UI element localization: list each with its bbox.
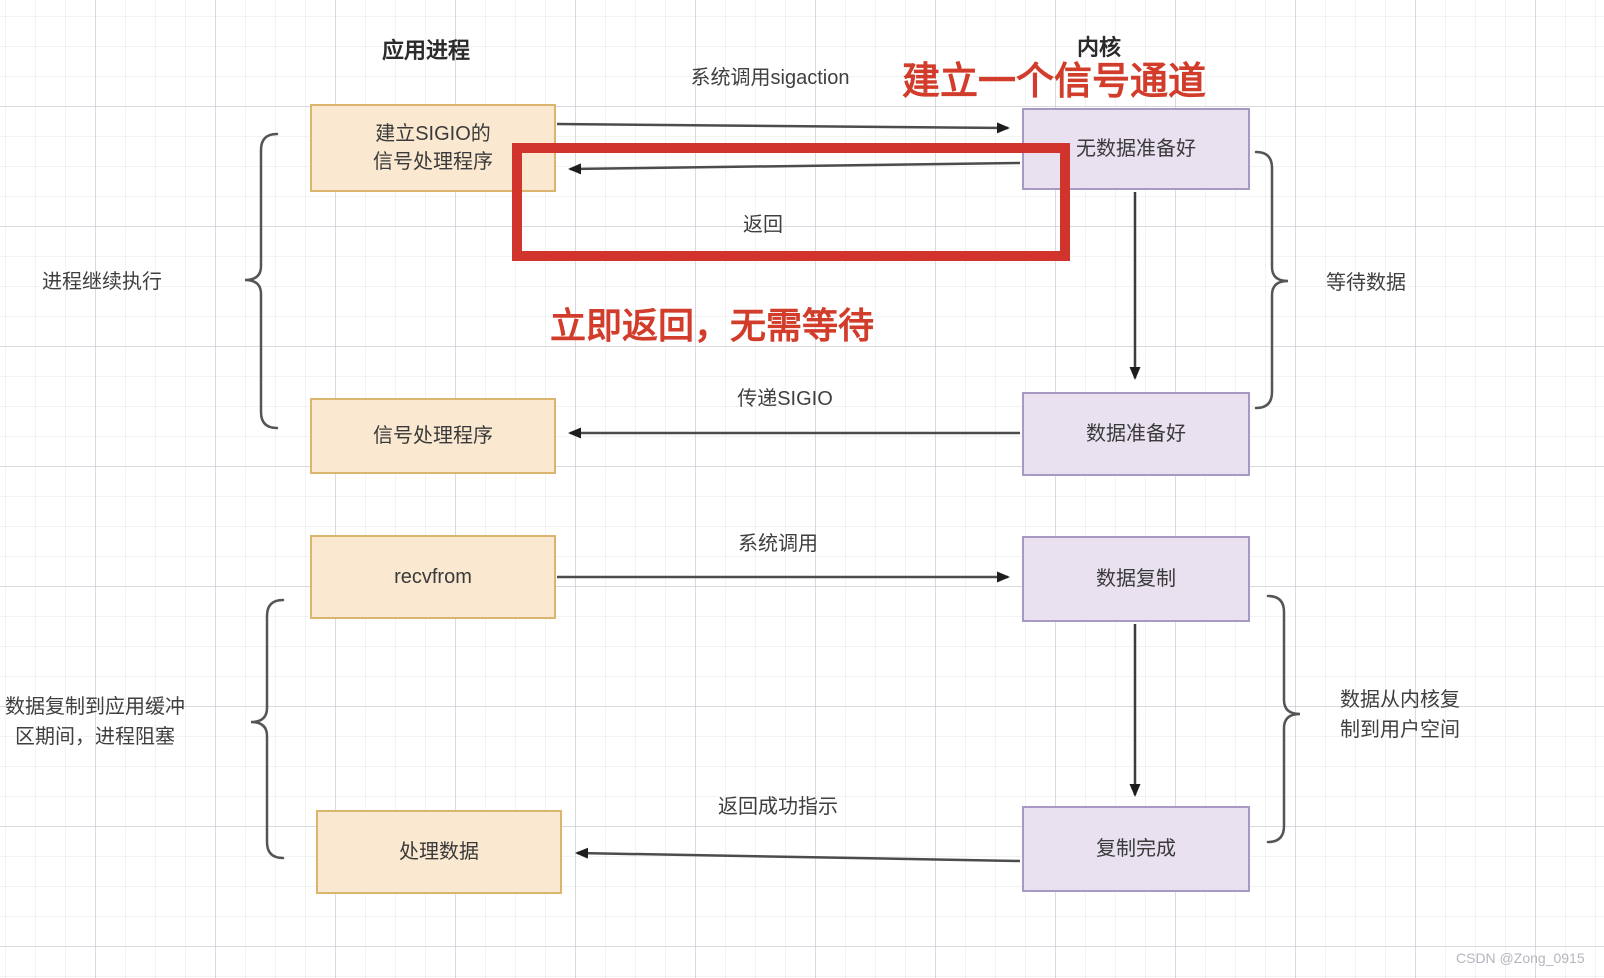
brace-wait-for-data [1254, 150, 1289, 410]
watermark-text: CSDN @Zong_0915 [1456, 950, 1585, 966]
label-kernel-to-user-line2: 制到用户空间 [1340, 719, 1460, 741]
box-data-copy-label: 数据复制 [1096, 568, 1176, 590]
box-signal-handler-label: 信号处理程序 [373, 425, 493, 447]
box-setup-sigio-line2: 信号处理程序 [373, 151, 493, 173]
label-wait-for-data: 等待数据 [1326, 272, 1406, 294]
box-recvfrom: recvfrom [310, 535, 556, 619]
red-highlight-rect [512, 143, 1070, 261]
label-copy-blocking-line1: 数据复制到应用缓冲 [5, 696, 185, 718]
label-return: 返回 [743, 214, 783, 236]
label-kernel-to-user: 数据从内核复 制到用户空间 [1340, 685, 1460, 745]
header-kernel: 内核 [1077, 35, 1122, 60]
box-process-data-label: 处理数据 [399, 841, 479, 863]
box-process-data: 处理数据 [316, 810, 562, 894]
label-copy-blocking-line2: 区期间，进程阻塞 [15, 726, 175, 748]
box-data-ready: 数据准备好 [1022, 392, 1250, 476]
box-copy-complete-label: 复制完成 [1096, 838, 1176, 860]
box-no-data-ready: 无数据准备好 [1022, 108, 1250, 190]
label-process-continues: 进程继续执行 [42, 271, 162, 293]
brace-process-continues [244, 132, 279, 430]
label-system-call: 系统调用 [738, 533, 818, 555]
header-application-process: 应用进程 [382, 38, 471, 63]
label-sigaction-call: 系统调用sigaction [690, 67, 850, 89]
label-deliver-sigio: 传递SIGIO [737, 388, 833, 410]
box-copy-complete: 复制完成 [1022, 806, 1250, 892]
brace-kernel-to-user [1266, 594, 1301, 844]
brace-copy-blocking [250, 598, 285, 860]
box-data-copy: 数据复制 [1022, 536, 1250, 622]
box-setup-sigio-line1: 建立SIGIO的 [375, 123, 491, 145]
label-return-success: 返回成功指示 [718, 796, 838, 818]
box-recvfrom-label: recvfrom [394, 566, 472, 588]
red-annotation-signal-channel: 建立一个信号通道 [902, 61, 1207, 103]
box-signal-handler: 信号处理程序 [310, 398, 556, 474]
label-kernel-to-user-line1: 数据从内核复 [1340, 689, 1460, 711]
box-no-data-ready-label: 无数据准备好 [1076, 138, 1196, 160]
arrow-return-success [575, 847, 1021, 863]
arrow-sigaction-call [556, 122, 1010, 134]
red-annotation-immediate-return: 立即返回，无需等待 [550, 305, 875, 346]
box-data-ready-label: 数据准备好 [1086, 423, 1186, 445]
label-copy-blocking: 数据复制到应用缓冲 区期间，进程阻塞 [5, 692, 185, 752]
